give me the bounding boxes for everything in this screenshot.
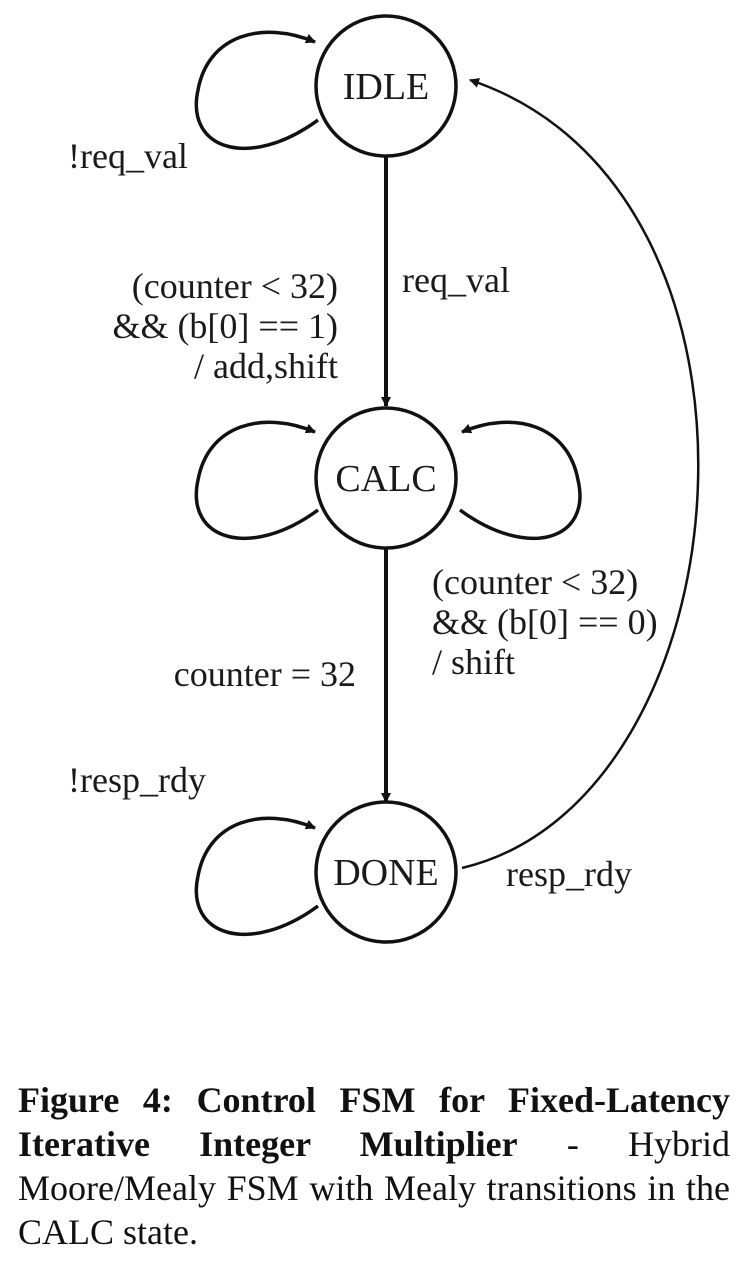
- state-done-label: DONE: [333, 852, 439, 894]
- caption-label: Figure 4:: [18, 1080, 173, 1120]
- done-to-idle-arrow: [461, 78, 700, 870]
- state-calc: CALC: [314, 406, 458, 550]
- state-idle-circle: [314, 14, 458, 158]
- calc-left-label-line2: && (b[0] == 1): [112, 306, 338, 346]
- calc-left-label-line1: (counter < 32): [132, 266, 338, 306]
- done-self-label: !resp_rdy: [68, 760, 206, 800]
- state-calc-circle: [314, 406, 458, 550]
- calc-right-label-line2: && (b[0] == 0): [432, 602, 658, 642]
- calc-right-label-line1: (counter < 32): [432, 562, 638, 602]
- idle-self-label: !req_val: [68, 136, 188, 176]
- caption-title: Control FSM for Fixed-Latency Iterative …: [18, 1080, 731, 1164]
- state-calc-label: CALC: [335, 458, 436, 500]
- idle-self-loop-arrow: [194, 30, 320, 151]
- figure-caption: Figure 4: Control FSM for Fixed-Latency …: [18, 1078, 730, 1254]
- calc-right-loop-arrow: [458, 420, 582, 541]
- fsm-diagram: IDLE CALC DONE !req_val req_val (counter…: [68, 14, 700, 944]
- calc-left-loop-arrow: [194, 420, 320, 541]
- calc-left-label-line3: / add,shift: [194, 346, 338, 386]
- done-to-idle-label: resp_rdy: [506, 854, 632, 894]
- state-idle-label: IDLE: [343, 66, 430, 108]
- caption-body: - Hybrid Moore/Mealy FSM with Mealy tran…: [18, 1124, 730, 1252]
- idle-to-calc-label: req_val: [402, 260, 510, 300]
- calc-to-done-label: counter = 32: [174, 654, 356, 694]
- done-self-loop-arrow: [194, 816, 320, 937]
- state-done: DONE: [314, 800, 458, 944]
- state-idle: IDLE: [314, 14, 458, 158]
- calc-right-label-line3: / shift: [432, 642, 515, 682]
- state-done-circle: [314, 800, 458, 944]
